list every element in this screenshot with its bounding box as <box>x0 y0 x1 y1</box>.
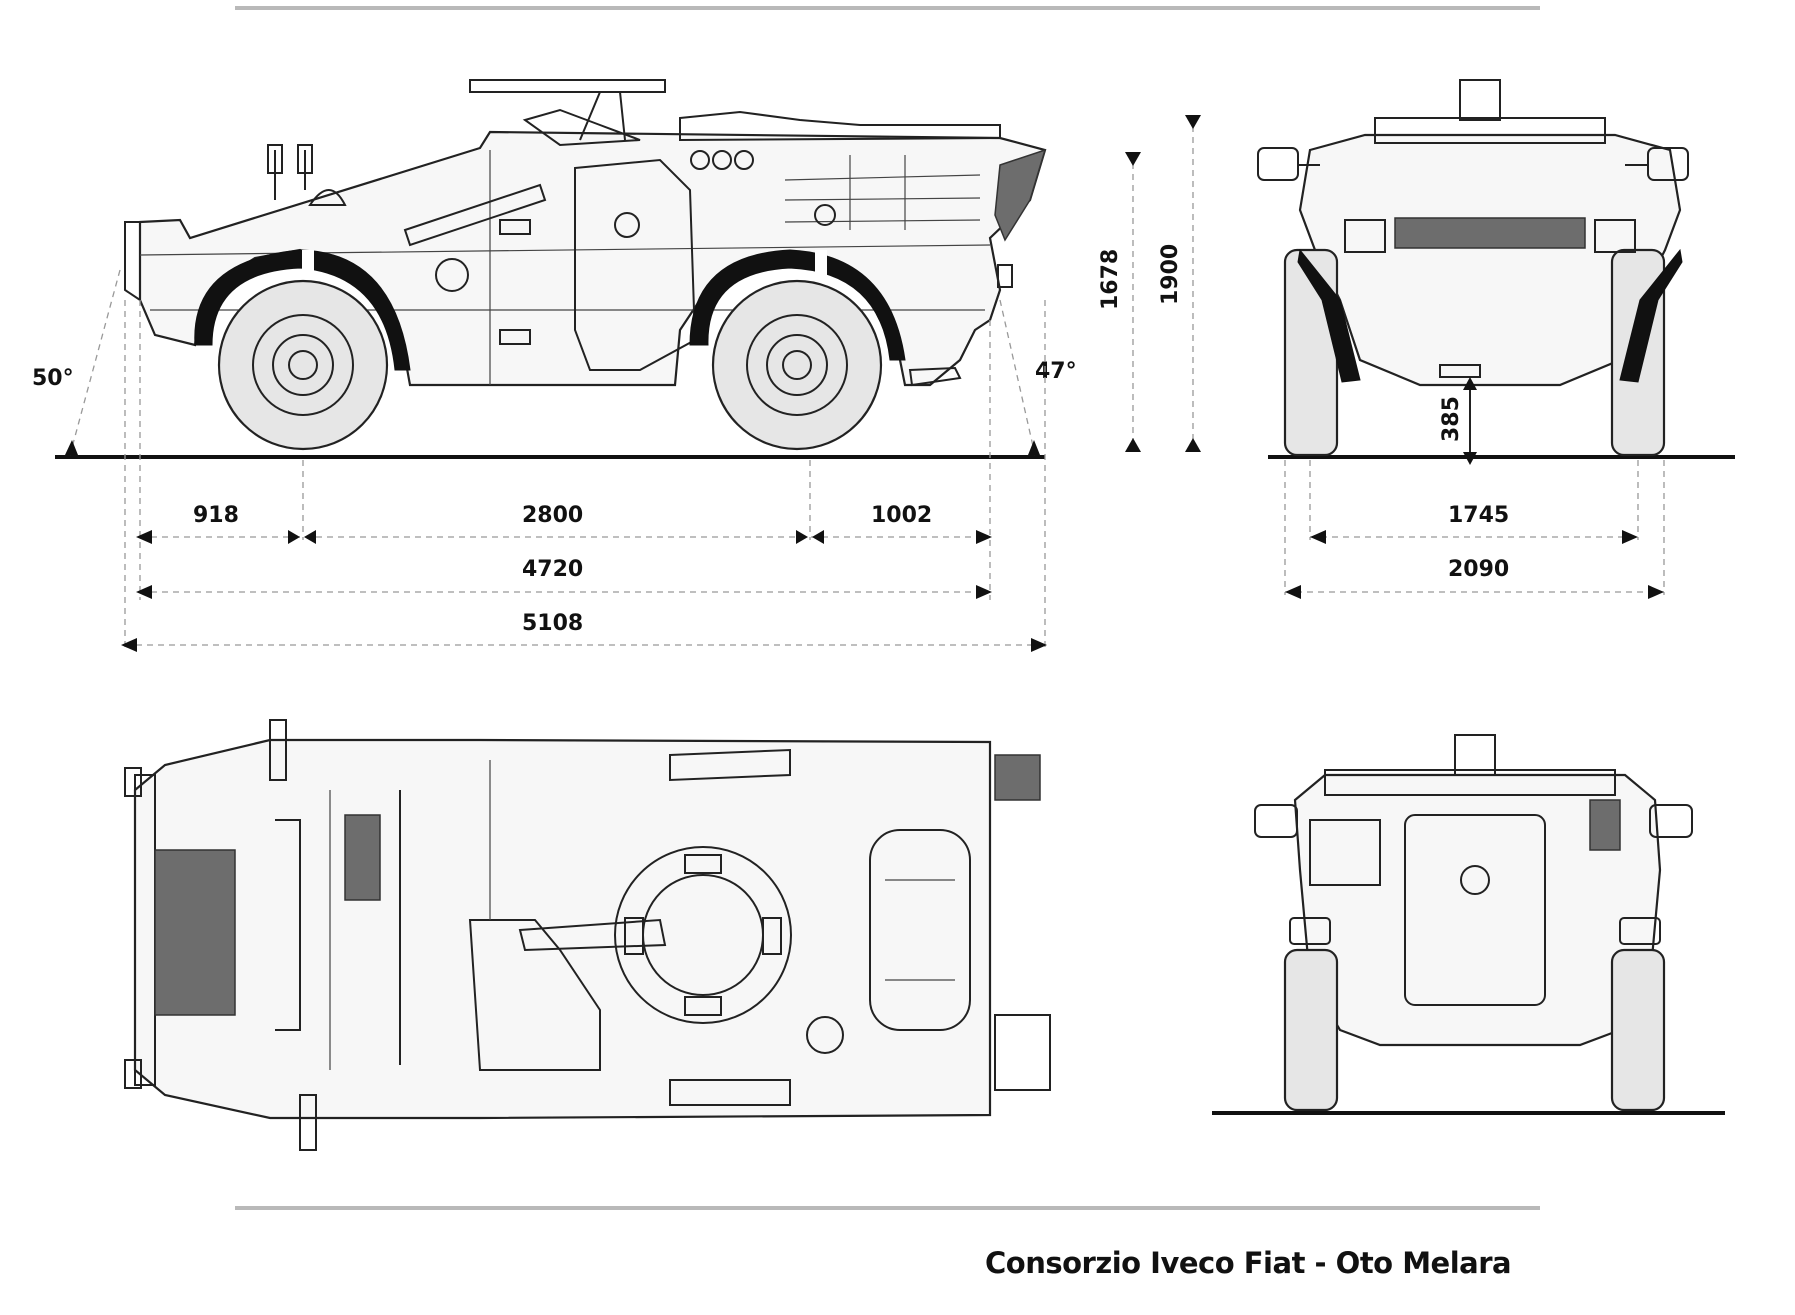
rear-roof-hatch <box>1454 734 1496 776</box>
door-handle <box>614 212 640 238</box>
overall-length-label: 5108 <box>522 611 583 636</box>
rear-wheel-arch <box>689 249 906 361</box>
front-dimension-row-2 <box>1285 585 1664 599</box>
rear-wheel <box>711 279 883 451</box>
side-door <box>574 158 697 371</box>
wheelbase-label: 2800 <box>522 503 583 528</box>
front-roof-hatch <box>1459 79 1501 121</box>
dimension-row-3 <box>121 638 1047 652</box>
departure-angle-line <box>999 299 1036 456</box>
front-view: 385 1745 2090 <box>1257 79 1735 599</box>
approach-angle-line <box>69 269 121 456</box>
departure-angle-label: 47° <box>1035 359 1077 384</box>
top-front-lug-1 <box>124 767 142 797</box>
rear-light-right <box>1619 917 1661 945</box>
front-wheel <box>217 279 389 451</box>
roof-weapon-mount <box>469 79 1001 170</box>
top-mirror-right <box>299 1094 317 1151</box>
rear-roof-equipment <box>1324 769 1616 796</box>
front-left-fender <box>1297 248 1361 383</box>
track-label: 1745 <box>1448 503 1509 528</box>
top-mirror-left <box>269 719 287 781</box>
tow-hook <box>814 204 836 226</box>
top-rear-light <box>994 754 1041 801</box>
hull-length-label: 4720 <box>522 557 583 582</box>
front-right-fender <box>1619 248 1683 383</box>
overall-width-label: 2090 <box>1448 557 1509 582</box>
rear-equipment-box <box>1309 819 1381 886</box>
rear-door-handle <box>1460 865 1490 895</box>
front-headlight-right <box>1594 219 1636 253</box>
top-view <box>124 719 1051 1151</box>
top-rear-door <box>869 829 971 1031</box>
front-overhang-label: 918 <box>193 503 239 528</box>
top-weapon <box>518 918 667 952</box>
side-mirrors <box>267 144 347 206</box>
side-nose-plate <box>124 221 141 302</box>
top-hull <box>133 738 992 1120</box>
rear-left-tyre <box>1283 948 1339 1112</box>
side-view: 50° 47° 1678 1900 918 2800 1002 <box>32 79 1201 652</box>
ground-clearance-label: 385 <box>1439 396 1464 442</box>
side-pickaxe <box>403 183 547 247</box>
top-radiator <box>154 849 236 1016</box>
rear-vent <box>1589 799 1621 851</box>
side-bracket-2 <box>499 329 531 345</box>
front-headlight-left <box>1344 219 1386 253</box>
front-wheel-arch <box>194 249 411 371</box>
top-vent <box>344 814 381 901</box>
rear-mirror-right <box>1649 804 1693 838</box>
rear-door <box>1404 814 1546 1006</box>
side-port <box>435 258 469 292</box>
rear-overhang-label: 1002 <box>871 503 932 528</box>
top-rack-right <box>669 1079 791 1106</box>
driver-hatch-area <box>468 919 601 1071</box>
side-bracket-1 <box>499 219 531 235</box>
front-dimension-row-1 <box>1310 530 1638 544</box>
credit-caption: Consorzio Iveco Fiat - Oto Melara <box>985 1246 1512 1280</box>
dimension-row-2 <box>136 585 992 599</box>
rear-light-cluster <box>994 148 1047 242</box>
top-pickaxe <box>275 819 301 1031</box>
top-front-lug-2 <box>124 1059 142 1089</box>
front-tow-eye <box>1439 364 1481 378</box>
rear-right-tyre <box>1610 948 1666 1112</box>
dimension-row-1 <box>136 530 992 544</box>
hull-height-label: 1678 <box>1098 249 1123 310</box>
rear-view <box>1212 734 1725 1115</box>
turret-ring <box>614 846 792 1024</box>
rear-light-left <box>1289 917 1331 945</box>
overall-height-label: 1900 <box>1158 244 1183 305</box>
top-rack-left <box>669 748 791 782</box>
top-port <box>806 1016 844 1054</box>
rear-mirror-left <box>1254 804 1298 838</box>
top-rear-step <box>994 1014 1051 1091</box>
tow-bar <box>908 366 962 387</box>
front-roof-equipment <box>1374 117 1606 144</box>
rear-box <box>997 264 1013 288</box>
front-mirror-left <box>1257 147 1299 181</box>
approach-angle-arrow <box>65 440 78 455</box>
departure-angle-arrow <box>1028 440 1040 455</box>
front-grille <box>1394 217 1586 249</box>
approach-angle-label: 50° <box>32 366 74 391</box>
